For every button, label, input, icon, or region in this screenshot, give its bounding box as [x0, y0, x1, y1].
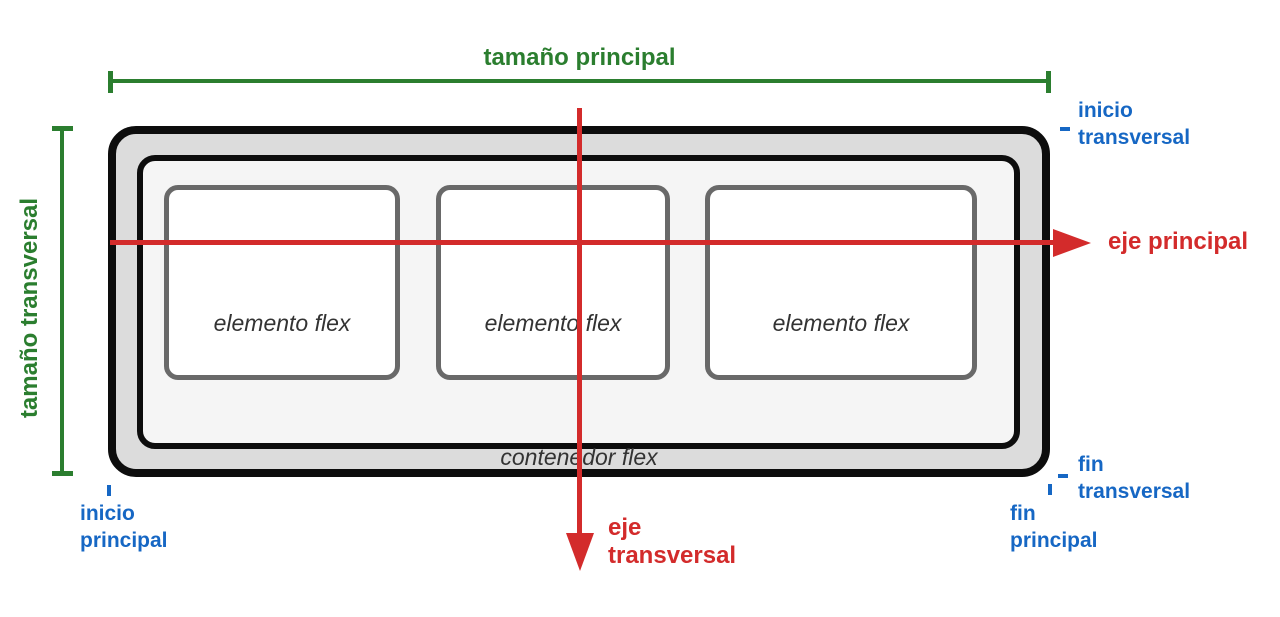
- cross-end-tick: [1058, 474, 1068, 478]
- cross-size-measure-line: [60, 127, 64, 476]
- flex-item-label: elemento flex: [772, 310, 910, 336]
- flex-item: elemento flex: [705, 185, 977, 380]
- cross-start-label: inicio transversal: [1078, 99, 1191, 149]
- main-start-tick: [107, 485, 111, 496]
- flex-item-label: elemento flex: [213, 310, 351, 336]
- cross-size-measure-tick-bottom: [52, 471, 73, 476]
- cross-start-tick: [1060, 127, 1070, 131]
- main-start-label: inicio principal: [80, 502, 168, 552]
- cross-axis-label: eje transversal: [608, 514, 737, 569]
- main-size-measure-line: [110, 79, 1049, 83]
- main-axis-label: eje principal: [1108, 228, 1249, 255]
- main-size-measure-tick-right: [1046, 71, 1051, 93]
- cross-size-measure-tick-top: [52, 126, 73, 131]
- cross-size-label: tamaño transversal: [16, 197, 43, 419]
- main-end-tick: [1048, 484, 1052, 495]
- cross-axis-arrowhead-icon: [566, 533, 594, 571]
- flex-item: elemento flex: [164, 185, 400, 380]
- cross-axis-line: [577, 108, 582, 535]
- main-size-measure-tick-left: [108, 71, 113, 93]
- main-axis-line: [110, 240, 1056, 245]
- main-size-label: tamaño principal: [483, 44, 676, 71]
- flex-item-label: elemento flex: [484, 310, 622, 336]
- flex-item: elemento flex: [436, 185, 670, 380]
- main-end-label: fin principal: [1010, 502, 1098, 552]
- cross-end-label: fin transversal: [1078, 453, 1191, 503]
- main-axis-arrowhead-icon: [1053, 229, 1091, 257]
